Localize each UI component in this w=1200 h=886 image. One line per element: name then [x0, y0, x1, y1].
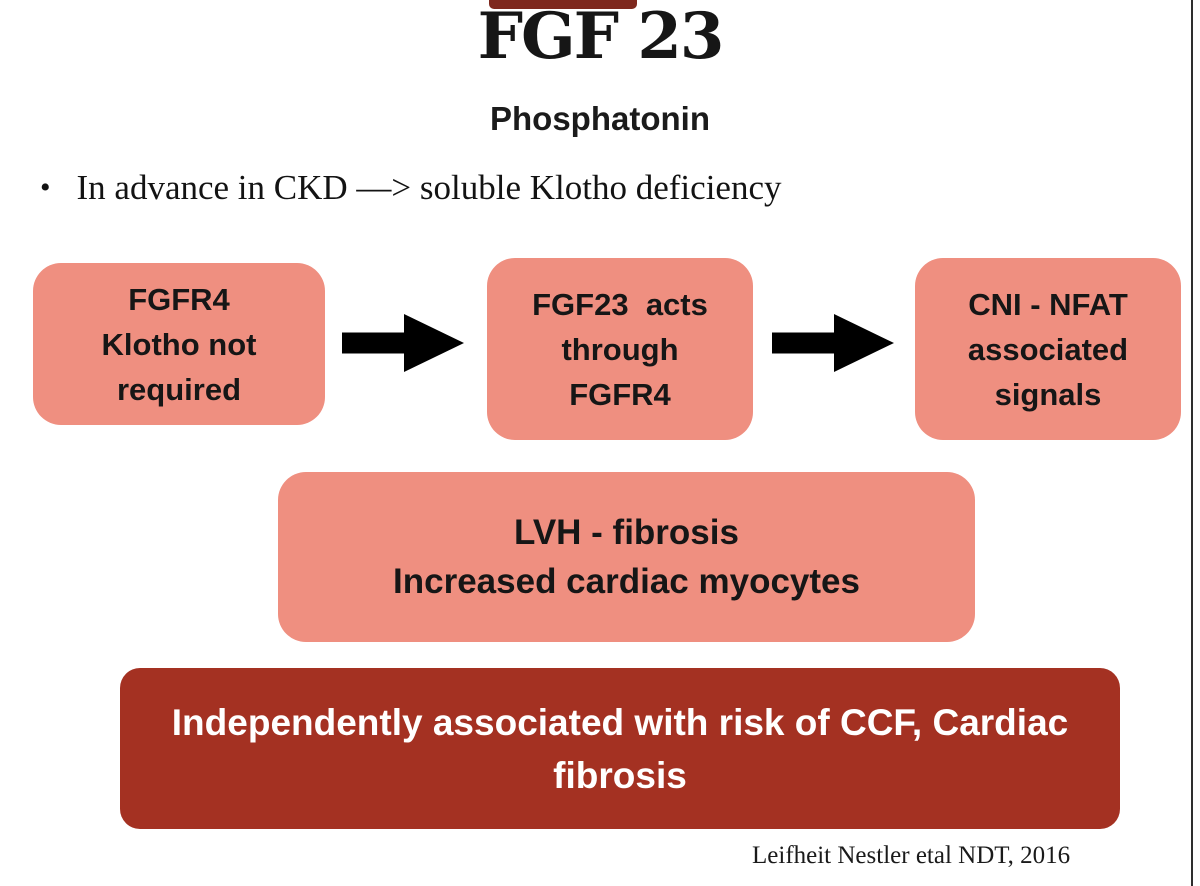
subtitle: Phosphatonin	[490, 100, 710, 137]
arrow-bar	[342, 332, 406, 354]
arrow-right-icon	[342, 314, 464, 372]
arrow-head	[404, 314, 464, 372]
flow-box-line: signals	[994, 376, 1102, 412]
flow-box-line: FGFR4	[569, 376, 671, 412]
flow-box-line: through	[561, 331, 679, 367]
bullet-marker: •	[40, 171, 51, 204]
flow-box-line: Klotho not	[101, 326, 257, 362]
arrow-right-icon	[772, 314, 894, 372]
arrow-head	[834, 314, 894, 372]
flow-box-line: FGFR4	[128, 281, 230, 317]
conclusion-text: Independently associated with risk of CC…	[171, 701, 1069, 796]
result-box-line: LVH - fibrosis	[514, 513, 739, 552]
flow-box-line: CNI - NFAT	[968, 286, 1128, 322]
flow-box-cni-nfat: CNI - NFAT associated signals	[915, 258, 1181, 440]
arrow-bar	[772, 332, 836, 354]
conclusion-box: Independently associated with risk of CC…	[120, 668, 1120, 829]
right-edge-line	[1191, 0, 1193, 886]
flow-box-fgfr4: FGFR4 Klotho not required	[33, 263, 325, 425]
flow-box-line: required	[116, 371, 242, 407]
bullet-line: • In advance in CKD —> soluble Klotho de…	[40, 168, 782, 208]
flow-box-fgf23-acts: FGF23 acts through FGFR4	[487, 258, 753, 440]
flow-box-line: FGF23 acts	[532, 286, 708, 322]
result-box-lvh: LVH - fibrosis Increased cardiac myocyte…	[278, 472, 975, 642]
bullet-text: In advance in CKD —> soluble Klotho defi…	[76, 168, 782, 207]
flow-box-line: associated	[967, 331, 1129, 367]
result-box-line: Increased cardiac myocytes	[393, 562, 860, 601]
citation: Leifheit Nestler etal NDT, 2016	[752, 842, 1071, 869]
cropped-top-bar	[489, 0, 637, 9]
page-title: FGF 23	[477, 0, 725, 74]
